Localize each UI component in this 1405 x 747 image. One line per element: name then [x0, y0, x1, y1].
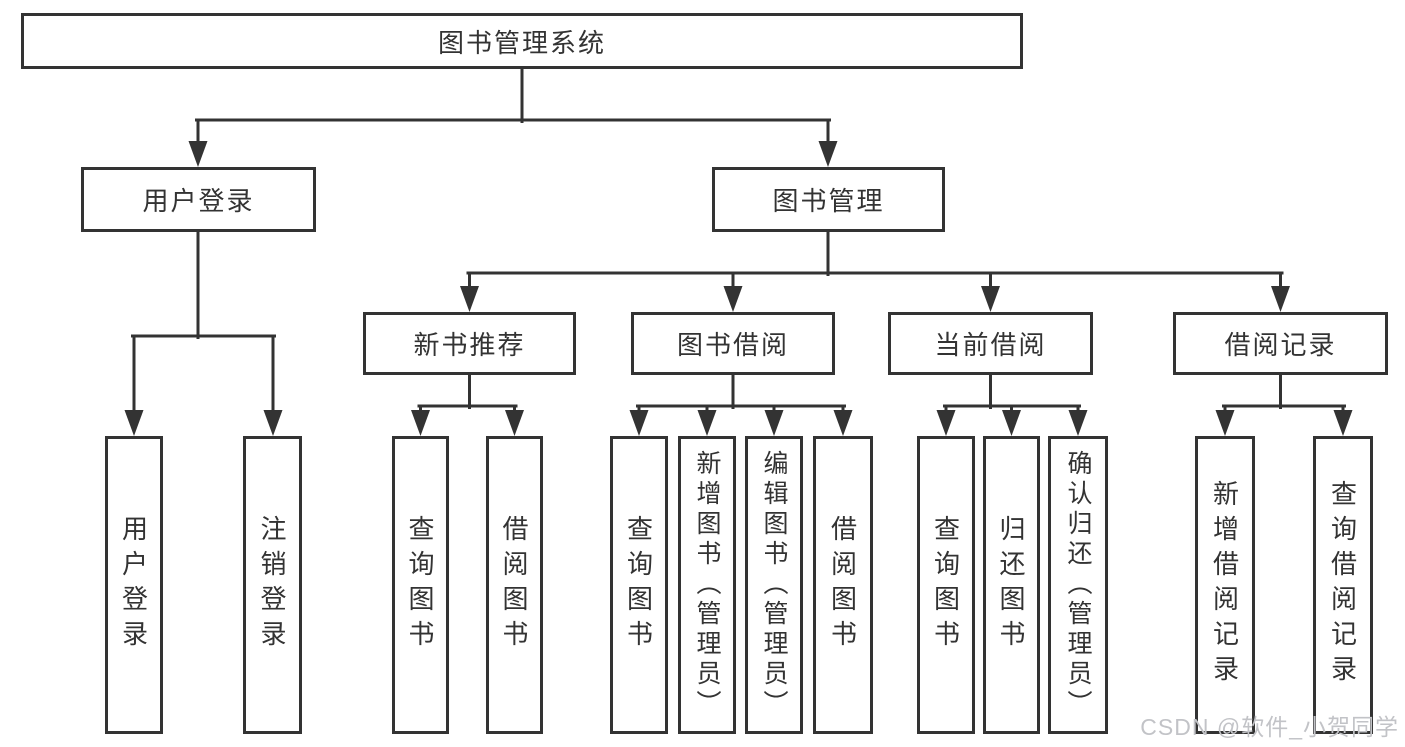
arrowhead-icon — [124, 410, 144, 436]
arrowhead-icon — [1215, 410, 1235, 436]
arrowhead-icon — [818, 141, 838, 167]
node-label-query-borrow-record: 查询借阅记录 — [1327, 480, 1358, 690]
arrowhead-icon — [629, 410, 649, 436]
node-label-book-management: 图书管理 — [772, 186, 885, 216]
node-label-borrow-book-recommend: 借阅图书 — [499, 515, 529, 655]
node-add-book-admin: 新增图书（管理员） — [678, 436, 736, 734]
node-label-query-book-current: 查询图书 — [930, 515, 961, 655]
node-book-borrowing: 图书借阅 — [631, 312, 835, 375]
node-current-borrowing: 当前借阅 — [888, 312, 1093, 375]
node-query-borrow-record: 查询借阅记录 — [1313, 436, 1373, 734]
node-label-logout-login: 注销登录 — [257, 515, 287, 655]
node-add-borrow-record: 新增借阅记录 — [1195, 436, 1255, 734]
node-label-borrow-book-borrowing: 借阅图书 — [827, 515, 858, 655]
node-label-confirm-return-admin: 确认归还（管理员） — [1064, 450, 1092, 720]
arrowhead-icon — [1333, 410, 1353, 436]
node-system: 图书管理系统 — [21, 13, 1023, 69]
node-label-new-book-recommend: 新书推荐 — [413, 330, 526, 360]
node-query-book-recommend: 查询图书 — [392, 436, 449, 734]
arrowhead-icon — [833, 410, 853, 436]
node-borrow-book-recommend: 借阅图书 — [486, 436, 543, 734]
node-label-add-book-admin: 新增图书（管理员） — [693, 450, 721, 720]
arrowhead-icon — [697, 410, 717, 436]
arrowhead-icon — [505, 410, 524, 436]
arrowhead-icon — [764, 410, 784, 436]
arrowhead-icon — [1068, 410, 1088, 436]
node-borrow-book-borrowing: 借阅图书 — [813, 436, 873, 734]
node-label-current-borrowing: 当前借阅 — [934, 330, 1047, 360]
node-label-query-book-recommend: 查询图书 — [405, 515, 435, 655]
node-label-user-login: 用户登录 — [118, 515, 149, 655]
node-label-book-borrowing: 图书借阅 — [676, 330, 789, 360]
node-label-edit-book-admin: 编辑图书（管理员） — [760, 450, 788, 720]
arrowhead-icon — [1002, 410, 1021, 436]
arrowhead-icon — [188, 141, 208, 167]
node-label-return-book: 归还图书 — [996, 515, 1026, 655]
arrowhead-icon — [723, 286, 743, 312]
node-user-login-group: 用户登录 — [81, 167, 316, 232]
node-confirm-return-admin: 确认归还（管理员） — [1048, 436, 1108, 734]
node-logout-login: 注销登录 — [243, 436, 302, 734]
node-return-book: 归还图书 — [983, 436, 1040, 734]
node-user-login: 用户登录 — [105, 436, 163, 734]
node-query-book-borrowing: 查询图书 — [610, 436, 668, 734]
arrowhead-icon — [263, 410, 283, 436]
node-label-add-borrow-record: 新增借阅记录 — [1209, 480, 1240, 690]
node-label-system: 图书管理系统 — [437, 27, 606, 58]
node-borrowing-records: 借阅记录 — [1173, 312, 1388, 375]
node-label-user-login-group: 用户登录 — [142, 186, 255, 216]
node-book-management: 图书管理 — [712, 167, 945, 232]
arrowhead-icon — [936, 410, 956, 436]
node-edit-book-admin: 编辑图书（管理员） — [745, 436, 803, 734]
arrowhead-icon — [460, 286, 479, 312]
arrowhead-icon — [1271, 286, 1290, 312]
node-new-book-recommend: 新书推荐 — [363, 312, 576, 375]
node-label-query-book-borrowing: 查询图书 — [623, 515, 654, 655]
csdn-watermark: CSDN @软件_小贺同学 — [1140, 714, 1399, 740]
arrowhead-icon — [981, 286, 1000, 312]
arrowhead-icon — [411, 410, 430, 436]
node-query-book-current: 查询图书 — [917, 436, 975, 734]
node-label-borrowing-records: 借阅记录 — [1224, 330, 1337, 360]
